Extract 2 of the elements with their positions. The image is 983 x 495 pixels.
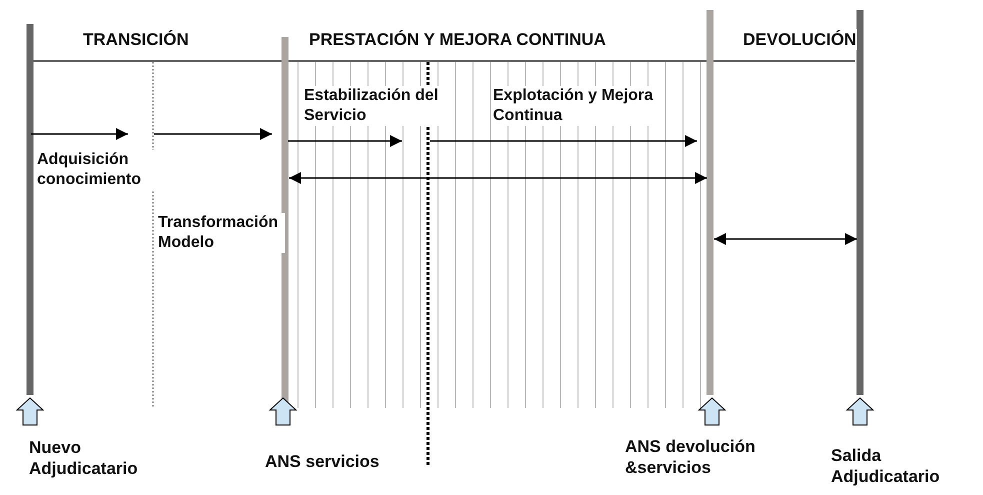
- phase-heading: DEVOLUCIÓN: [742, 29, 858, 50]
- phase-label: Transformación Modelo: [157, 213, 285, 253]
